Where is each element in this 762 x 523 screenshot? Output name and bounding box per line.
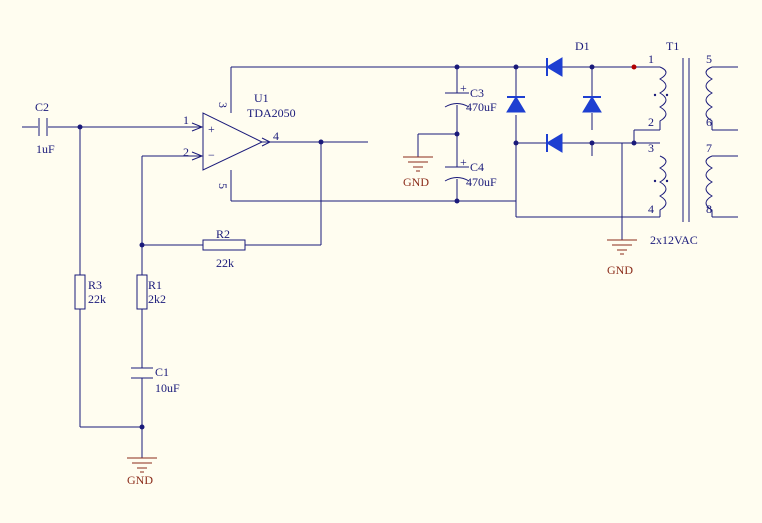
- capacitor-c1: C1 10uF: [131, 365, 180, 395]
- diode-right: [582, 96, 602, 113]
- ground-symbol-3: GND: [607, 239, 637, 277]
- t1-pin-1: 1: [648, 52, 654, 66]
- t1-pin-2: 2: [648, 115, 654, 129]
- r2-ref: R2: [216, 227, 230, 241]
- u1-pin-2: 2: [183, 145, 189, 159]
- c3-polarity: +: [460, 81, 467, 95]
- capacitor-c2: C2 1uF: [35, 100, 55, 156]
- r2-value: 22k: [216, 256, 234, 270]
- c4-polarity: +: [460, 155, 467, 169]
- r3-ref: R3: [88, 278, 102, 292]
- u1-in-minus-lead: [168, 151, 204, 161]
- u1-pin-3: 3: [216, 102, 230, 108]
- c1-value: 10uF: [155, 381, 180, 395]
- ground-symbol-1: GND: [127, 457, 157, 487]
- opamp-plus-sign: +: [208, 122, 215, 136]
- c4-ref: C4: [470, 160, 484, 174]
- capacitor-c4: + C4 470uF: [444, 155, 497, 189]
- wires: [22, 66, 738, 458]
- transformer-t1: T1 2x12VAC 1 2 3 4 5 6 7 8: [648, 39, 713, 247]
- resistor-r2: R2 22k: [202, 227, 246, 270]
- capacitor-c3: + C3 470uF: [444, 81, 497, 114]
- u1-pin-5: 5: [216, 183, 230, 189]
- resistor-r1: R1 2k2: [136, 274, 166, 310]
- c2-value: 1uF: [36, 142, 55, 156]
- diode-top: [546, 57, 563, 77]
- r1-ref: R1: [148, 278, 162, 292]
- primary-coil-1: [659, 66, 667, 130]
- c1-ref: C1: [155, 365, 169, 379]
- secondary-coil-2: [705, 155, 713, 217]
- diode-bottom: [546, 133, 563, 153]
- r1-value: 2k2: [148, 292, 166, 306]
- junctions: [77, 64, 637, 430]
- diode-left: [506, 96, 526, 113]
- r3-value: 22k: [88, 292, 106, 306]
- resistor-r3: R3 22k: [74, 274, 106, 310]
- opamp-body: [202, 112, 264, 171]
- t1-pin-6: 6: [706, 115, 712, 129]
- ground-symbol-2: GND: [403, 156, 433, 189]
- c3-value: 470uF: [466, 100, 497, 114]
- d1-ref: D1: [575, 39, 590, 53]
- opamp-u1: + − U1 TDA2050 1 2 3 4 5: [168, 91, 296, 189]
- secondary-coil-1: [705, 66, 713, 130]
- u1-in-plus-lead: [168, 122, 204, 132]
- t1-pin-3: 3: [648, 141, 654, 155]
- diode-bridge-d1: D1: [506, 39, 602, 153]
- u1-ref: U1: [254, 91, 269, 105]
- gnd-label-1: GND: [127, 473, 153, 487]
- t1-pin-4: 4: [648, 202, 654, 216]
- opamp-minus-sign: −: [208, 148, 215, 162]
- gnd-label-2: GND: [403, 175, 429, 189]
- c2-ref: C2: [35, 100, 49, 114]
- c4-value: 470uF: [466, 175, 497, 189]
- t1-ref: T1: [666, 39, 679, 53]
- t1-pin-5: 5: [706, 52, 712, 66]
- u1-value: TDA2050: [247, 106, 296, 120]
- t1-pin-8: 8: [706, 202, 712, 216]
- u1-pin-1: 1: [183, 113, 189, 127]
- u1-pin-4: 4: [273, 129, 279, 143]
- t1-pin-7: 7: [706, 141, 712, 155]
- u1-out-lead: [261, 137, 292, 147]
- c3-ref: C3: [470, 86, 484, 100]
- t1-value: 2x12VAC: [650, 233, 698, 247]
- gnd-label-3: GND: [607, 263, 633, 277]
- primary-coil-2: [659, 155, 667, 217]
